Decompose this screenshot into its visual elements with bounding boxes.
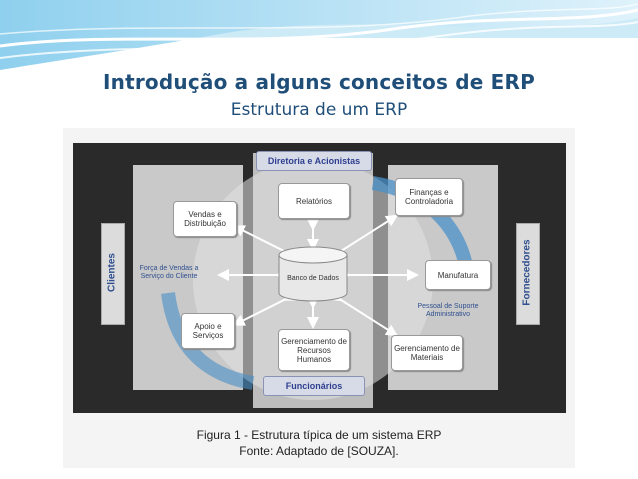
module-vendas: Vendas e Distribuição bbox=[173, 201, 237, 237]
funcionarios-bar: Funcionários bbox=[263, 376, 365, 396]
module-materiais: Gerenciamento de Materiais bbox=[391, 335, 463, 371]
arrow-vendas bbox=[232, 225, 297, 262]
diagram-board: Clientes Fornecedores Diretoria e Acioni… bbox=[73, 143, 566, 413]
arrow-financas bbox=[329, 214, 399, 262]
module-relatorios: Relatórios bbox=[278, 183, 350, 219]
database-label: Banco de Dados bbox=[287, 275, 339, 282]
fornecedores-bar bbox=[516, 223, 540, 325]
diretoria-bar: Diretoria e Acionistas bbox=[256, 151, 372, 171]
slide-subtitle: Estrutura de um ERP bbox=[230, 100, 408, 120]
module-apoio: Apoio e Serviços bbox=[181, 313, 235, 349]
erp-figure: Clientes Fornecedores Diretoria e Acioni… bbox=[63, 128, 575, 468]
figure-source: Fonte: Adaptado de [SOUZA]. bbox=[239, 444, 399, 458]
note-forca-vendas: Força de Vendas a Serviço do Cliente bbox=[139, 265, 199, 280]
flow-arc-bottom bbox=[161, 292, 255, 390]
arrow-apoio bbox=[232, 289, 297, 326]
database-shape bbox=[278, 246, 348, 302]
module-manufatura: Manufatura bbox=[425, 260, 491, 290]
figure-caption: Figura 1 - Estrutura típica de um sistem… bbox=[196, 428, 442, 442]
header-waves bbox=[0, 0, 638, 70]
note-suporte: Pessoal de Suporte Administrativo bbox=[417, 303, 479, 318]
arrow-materiais bbox=[329, 289, 399, 337]
module-rh: Gerenciamento de Recursos Humanos bbox=[278, 329, 350, 371]
module-financas: Finanças e Controladoria bbox=[395, 178, 463, 216]
slide-title: Introdução a alguns conceitos de ERP bbox=[103, 70, 535, 94]
clientes-bar bbox=[101, 223, 125, 325]
